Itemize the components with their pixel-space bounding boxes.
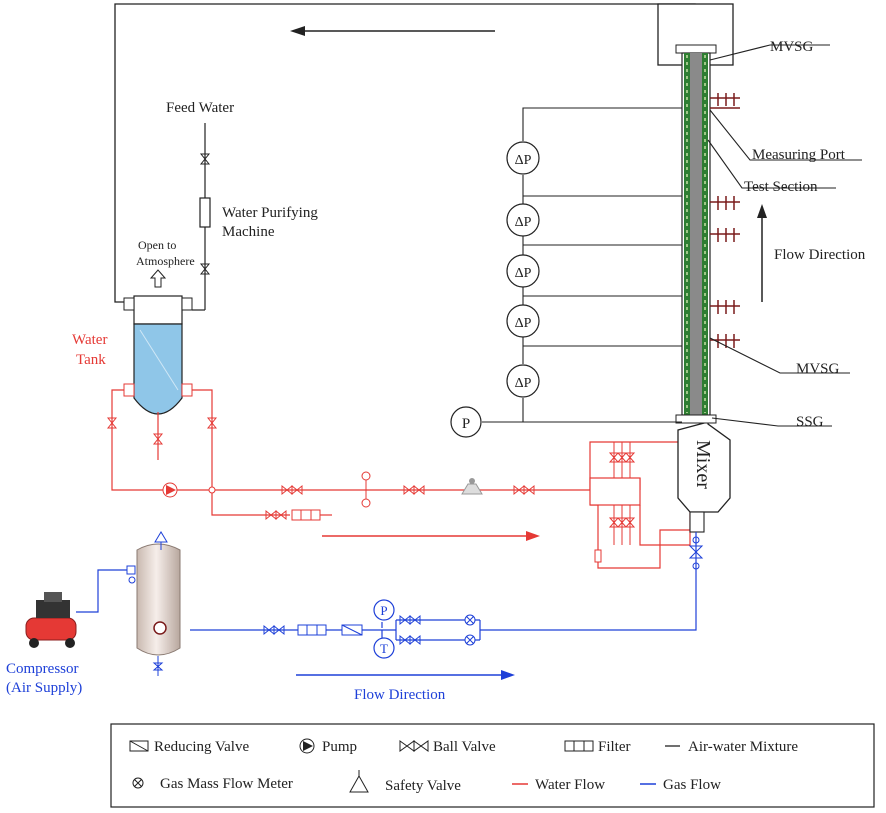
- differential-pressure-gauge: ΔP: [506, 304, 540, 338]
- open-to-label-line2: Atmosphere: [136, 254, 195, 268]
- upward-flow-arrow: [757, 204, 767, 302]
- mvsg-top-label: MVSG: [770, 39, 814, 55]
- return-flow-arrow: [290, 26, 495, 36]
- water-flow-arrow: [322, 531, 540, 541]
- svg-text:Air-water Mixture: Air-water Mixture: [688, 739, 798, 755]
- svg-text:Water Flow: Water Flow: [535, 777, 605, 793]
- mixer: Mixer: [677, 421, 731, 533]
- legend-safety-valve: Safety Valve: [349, 770, 461, 794]
- ssg-label: SSG: [796, 414, 824, 430]
- measuring-port-icon: [710, 93, 740, 348]
- gas-flow-arrow: [296, 670, 515, 680]
- drain-valve-icon: [152, 656, 164, 676]
- vent-arrow-icon: [149, 269, 167, 288]
- svg-text:P: P: [462, 416, 470, 432]
- test-section: [675, 44, 717, 424]
- pressure-gauge: P: [450, 406, 482, 438]
- water-purifying-machine: [199, 197, 211, 228]
- reducing-valve-icon: [341, 624, 363, 636]
- ball-valve-icon: [106, 417, 535, 521]
- svg-text:ΔP: ΔP: [515, 266, 532, 281]
- safety-valve-icon: [154, 531, 168, 550]
- svg-text:Gas Flow: Gas Flow: [663, 777, 721, 793]
- gas-temperature-gauge: T: [373, 637, 395, 659]
- pump-icon: [162, 482, 216, 498]
- svg-text:ΔP: ΔP: [515, 215, 532, 230]
- water-distributor: [589, 477, 641, 506]
- svg-text:Filter: Filter: [598, 739, 631, 755]
- filter-icon: [297, 624, 327, 636]
- measuring-port-label: Measuring Port: [752, 147, 846, 163]
- legend-ball-valve: Ball Valve: [399, 739, 496, 755]
- compressor: [25, 592, 77, 648]
- svg-text:T: T: [380, 641, 388, 656]
- differential-pressure-gauge: ΔP: [506, 364, 540, 398]
- gas-storage-tank: [126, 543, 181, 656]
- svg-text:ΔP: ΔP: [515, 376, 532, 391]
- pressure-temperature-sensor-icon: [361, 471, 371, 508]
- svg-text:Reducing Valve: Reducing Valve: [154, 739, 249, 755]
- feed-water-label: Feed Water: [166, 100, 234, 116]
- water-tank-label-line2: Tank: [76, 352, 106, 368]
- mixer-label: Mixer: [692, 440, 714, 489]
- svg-text:ΔP: ΔP: [515, 316, 532, 331]
- return-line: [114, 3, 734, 303]
- filter-icon: [291, 509, 321, 521]
- water-tank-label-line1: Water: [72, 332, 107, 348]
- flow-direction-vertical-label: Flow Direction: [774, 247, 866, 263]
- legend-water-flow: Water Flow: [512, 777, 605, 793]
- legend-gas-mass-flow-meter: Gas Mass Flow Meter: [132, 776, 293, 792]
- flow-meter-icon: [461, 478, 483, 495]
- svg-text:Pump: Pump: [322, 739, 357, 755]
- compressor-label-line1: Compressor: [6, 661, 79, 677]
- svg-text:P: P: [380, 603, 387, 618]
- svg-text:ΔP: ΔP: [515, 153, 532, 168]
- mvsg-bottom-label: MVSG: [796, 361, 840, 377]
- legend-air-water-mixture: Air-water Mixture: [665, 739, 798, 755]
- legend-filter: Filter: [564, 739, 631, 755]
- differential-pressure-gauge: ΔP: [506, 203, 540, 237]
- water-purifying-label-line1: Water Purifying: [222, 205, 318, 221]
- legend: Reducing Valve Pump Ball Valve Filter Ai…: [110, 723, 875, 808]
- legend-reducing-valve: Reducing Valve: [129, 739, 249, 755]
- water-tank: [123, 295, 193, 415]
- water-flow-lines: [111, 389, 691, 569]
- legend-pump: Pump: [299, 738, 357, 755]
- pressure-tap-lines: [482, 107, 682, 423]
- svg-text:Gas Mass Flow Meter: Gas Mass Flow Meter: [160, 776, 293, 792]
- differential-pressure-gauge: ΔP: [506, 254, 540, 288]
- gas-mass-flow-meter-icon: [464, 614, 476, 646]
- water-purifying-label-line2: Machine: [222, 224, 275, 240]
- ball-valve-icon: [263, 536, 704, 646]
- annotation-leaders: [707, 44, 862, 427]
- compressor-label-line2: (Air Supply): [6, 680, 82, 696]
- differential-pressure-gauge: ΔP: [506, 141, 540, 175]
- open-to-label-line1: Open to: [138, 238, 176, 252]
- gas-pressure-gauge: P: [373, 599, 395, 621]
- mixer-inlet-valves: [594, 442, 636, 563]
- svg-text:Ball Valve: Ball Valve: [433, 739, 496, 755]
- svg-text:Safety Valve: Safety Valve: [385, 778, 461, 794]
- legend-gas-flow: Gas Flow: [640, 777, 721, 793]
- test-section-label: Test Section: [744, 179, 818, 195]
- ball-valve-icon: [199, 153, 211, 275]
- flow-direction-bottom-label: Flow Direction: [354, 687, 446, 703]
